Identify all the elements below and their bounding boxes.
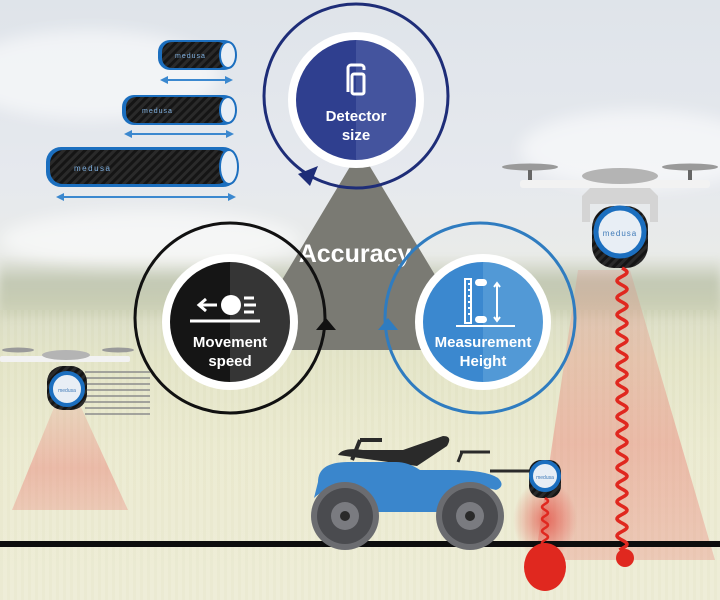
detector-small: medusa: [158, 40, 237, 84]
detection-cone-high-drone: [535, 270, 715, 560]
detector-size-label-line2: size: [342, 127, 370, 144]
detector-brand-label: medusa: [74, 164, 111, 173]
detector-size-ring: [262, 2, 450, 190]
moving-ball-icon: [190, 295, 260, 323]
measurement-height-node: Measurement Height: [415, 254, 551, 390]
radiation-source-large: [524, 543, 566, 591]
measurement-height-label-line2: Height: [460, 353, 507, 370]
movement-speed-ring: [133, 221, 327, 415]
measurement-height-label-line1: Measurement: [435, 334, 532, 351]
detection-cone-fast-drone: [12, 405, 128, 510]
detector-brand-label: medusa: [142, 108, 173, 115]
movement-speed-label-line1: Movement: [193, 334, 267, 351]
arrow-head-detector: [298, 166, 318, 186]
drone-high: medusa: [502, 163, 718, 268]
arrow-head-movement: [316, 318, 336, 330]
detector-size-node: Detector size: [288, 32, 424, 168]
accuracy-title: Accuracy: [299, 240, 412, 268]
radiation-wave-quad: [540, 496, 550, 546]
detector-size-examples: medusa medusa medusa: [46, 40, 239, 201]
detector-brand-label: medusa: [58, 388, 76, 394]
motion-lines: [85, 371, 150, 415]
detector-medium: medusa: [122, 95, 237, 138]
quad-bike: medusa: [311, 436, 561, 550]
wheel-rear: [436, 482, 504, 550]
radiation-source-small: [616, 549, 634, 567]
detector-size-label-line1: Detector: [326, 108, 387, 125]
detector-brand-label: medusa: [175, 53, 206, 60]
ruler-height-icon: [456, 278, 515, 327]
movement-speed-node: Movement speed: [162, 254, 298, 390]
drone-fast: medusa: [0, 347, 150, 415]
measurement-height-ring: [383, 221, 577, 415]
detector-large: medusa: [46, 147, 239, 201]
detection-glow-quad: [513, 480, 577, 560]
detector-brand-label: medusa: [603, 229, 637, 238]
wheel-front: [311, 482, 379, 550]
radiation-wave-high: [615, 266, 629, 552]
arrow-head-height: [378, 318, 398, 330]
phone-size-icon: [346, 63, 366, 96]
movement-speed-label-line2: speed: [208, 353, 251, 370]
detector-brand-label: medusa: [536, 475, 554, 481]
